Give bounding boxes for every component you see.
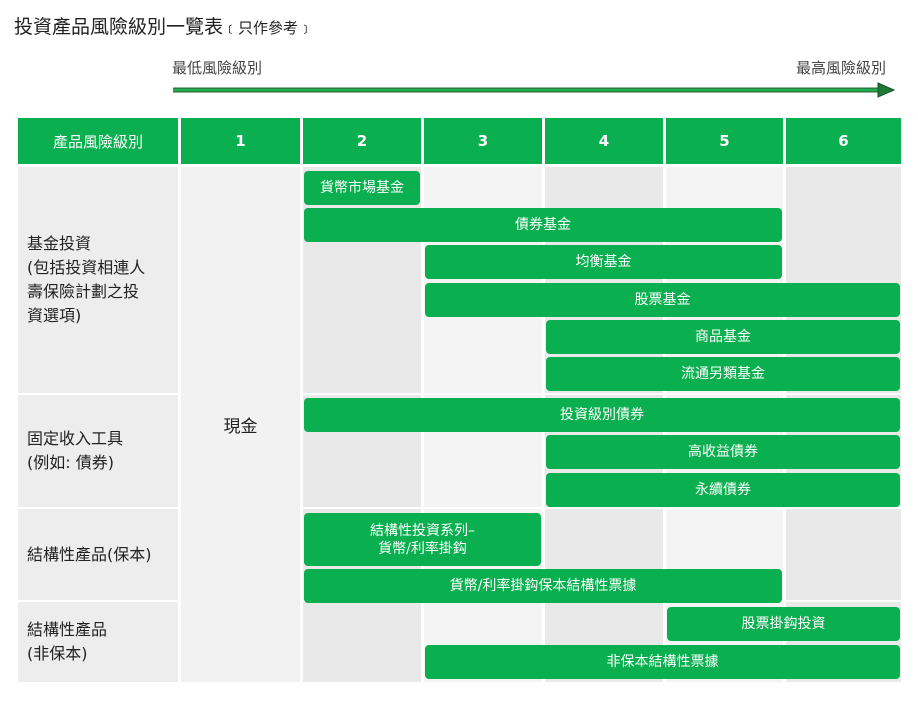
product-bar: 流通另類基金 bbox=[546, 357, 900, 391]
row-label-2: 固定收入工具 (例如: 債券) bbox=[18, 395, 178, 507]
product-bar: 債券基金 bbox=[304, 208, 782, 242]
grid-cell bbox=[666, 167, 783, 393]
header-level-4: 4 bbox=[545, 118, 663, 164]
header-level-3: 3 bbox=[424, 118, 542, 164]
highest-risk-label: 最高風險級別 bbox=[795, 59, 886, 77]
header-level-1: 1 bbox=[181, 118, 300, 164]
header-level-5: 5 bbox=[666, 118, 783, 164]
product-bar: 非保本結構性票據 bbox=[425, 645, 900, 679]
grid-cell bbox=[545, 167, 663, 393]
product-bar: 商品基金 bbox=[546, 320, 900, 354]
product-bar: 貨幣市場基金 bbox=[304, 171, 420, 205]
product-bar: 均衡基金 bbox=[425, 245, 782, 279]
title-text: 投資產品風險級別一覽表 bbox=[14, 16, 224, 38]
product-bar: 高收益債券 bbox=[546, 435, 900, 469]
lowest-risk-label: 最低風險級別 bbox=[172, 59, 263, 77]
header-level-6: 6 bbox=[786, 118, 901, 164]
header-risk-level: 產品風險級別 bbox=[18, 118, 178, 164]
page-title: 投資產品風險級別一覽表﹝只作參考﹞ bbox=[14, 14, 313, 41]
row-label-4: 結構性產品 (非保本) bbox=[18, 602, 178, 682]
risk-arrow bbox=[173, 82, 896, 98]
product-bar: 投資級別債券 bbox=[304, 398, 900, 432]
product-bar: 股票基金 bbox=[425, 283, 900, 317]
grid-cell bbox=[786, 167, 901, 393]
title-note: ﹝只作參考﹞ bbox=[223, 19, 314, 37]
grid-cell bbox=[303, 602, 421, 682]
header-level-2: 2 bbox=[303, 118, 421, 164]
risk-arrow-head bbox=[877, 82, 896, 98]
grid-cell bbox=[424, 167, 542, 393]
product-bar: 股票掛鈎投資 bbox=[667, 607, 900, 641]
row-label-1: 基金投資 (包括投資相連人 壽保險計劃之投 資選項) bbox=[18, 167, 178, 393]
product-bar: 結構性投資系列– 貨幣/利率掛鈎 bbox=[304, 513, 541, 566]
cash-cell: 現金 bbox=[181, 167, 300, 682]
grid-cell bbox=[786, 509, 901, 600]
product-bar: 貨幣/利率掛鈎保本結構性票據 bbox=[304, 569, 782, 603]
product-bar: 永續債券 bbox=[546, 473, 900, 507]
row-label-3: 結構性產品(保本) bbox=[18, 509, 178, 600]
